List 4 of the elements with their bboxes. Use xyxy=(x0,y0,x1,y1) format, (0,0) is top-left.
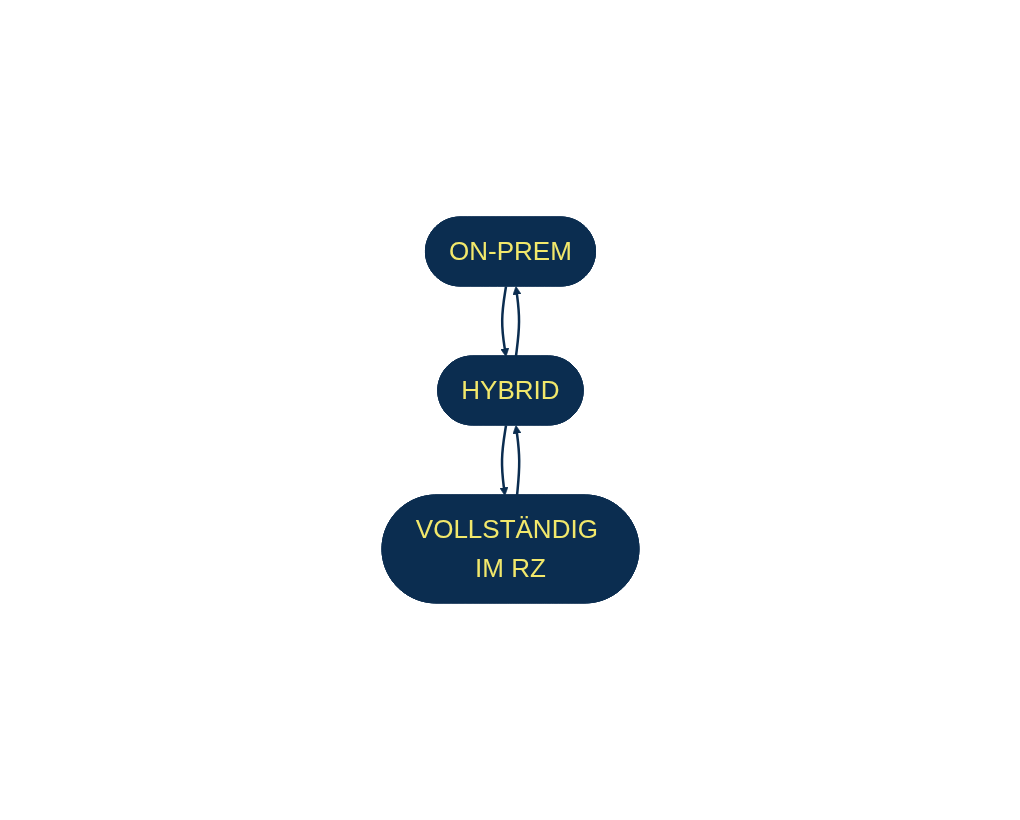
arrow xyxy=(512,286,521,357)
arrow xyxy=(499,425,508,496)
arrow xyxy=(499,286,509,357)
arrow xyxy=(512,425,521,496)
